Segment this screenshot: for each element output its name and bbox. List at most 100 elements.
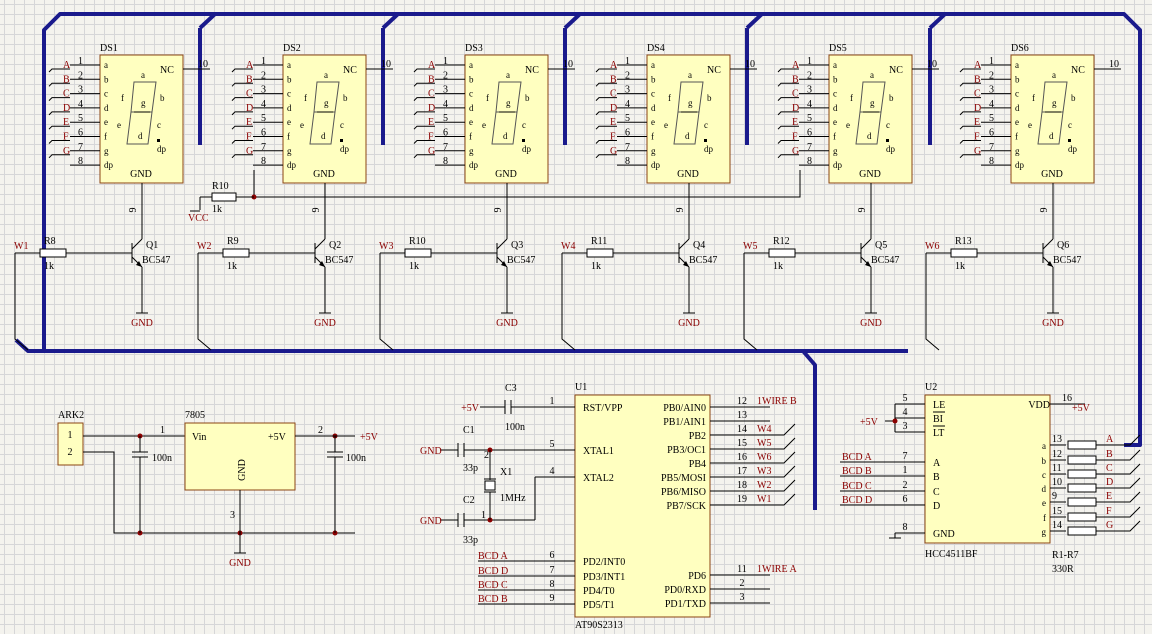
display-body xyxy=(646,54,731,184)
pin-number: 8 xyxy=(625,156,630,167)
seg-dp: dp xyxy=(704,144,714,154)
segment-net-label: C xyxy=(63,89,70,100)
dp-dot xyxy=(157,139,160,142)
gnd-label: GND xyxy=(678,318,700,329)
gnd-label: GND xyxy=(313,169,335,180)
seg-c: c xyxy=(886,120,890,130)
transistor-collector xyxy=(678,238,690,250)
pin-number: 11 xyxy=(737,564,747,575)
pin-number: 9 xyxy=(550,593,555,604)
bus-tap xyxy=(1118,434,1141,446)
gnd-label: GND xyxy=(130,169,152,180)
pin-name: PD2/INT0 xyxy=(583,557,625,568)
segment-net-label: E xyxy=(610,117,616,128)
pin-name: PD5/T1 xyxy=(583,600,615,611)
bus-tap xyxy=(770,437,796,450)
bus-tap xyxy=(777,125,799,130)
pin-label: b xyxy=(1015,74,1020,84)
pin-number: 2 xyxy=(807,70,812,81)
bus-tap xyxy=(48,125,70,130)
bus-tap xyxy=(959,140,981,144)
pin-number: 4 xyxy=(550,466,555,477)
pin-number: 2 xyxy=(625,70,630,81)
segment-net-label: F xyxy=(610,132,616,143)
seg-a: a xyxy=(141,70,145,80)
pin-number: 2 xyxy=(484,450,489,461)
pin-name: GND xyxy=(933,529,955,540)
gnd-label: GND xyxy=(1042,318,1064,329)
resistor-ref: R13 xyxy=(955,236,972,247)
resistor-ref: R10 xyxy=(212,181,229,192)
segment-net-label: A xyxy=(428,60,436,71)
pin-number: 10 xyxy=(1052,477,1062,488)
pin-name: RST/VPP xyxy=(583,403,623,414)
seg-g: g xyxy=(1052,98,1057,108)
pin-name: PB6/MISO xyxy=(661,487,706,498)
pin-label: d xyxy=(104,103,109,113)
pin-name: PB3/OC1 xyxy=(667,445,706,456)
segment-net-label: G xyxy=(428,146,435,157)
pin-name: PB7/SCK xyxy=(667,501,707,512)
gnd-label: GND xyxy=(420,516,442,527)
seg-e: e xyxy=(482,120,486,130)
nc-pin-number: 10 xyxy=(563,59,573,70)
bus-tap xyxy=(595,68,617,73)
resistor-array-value: 330R xyxy=(1052,564,1074,575)
pin-number: 7 xyxy=(443,142,448,153)
pin-number: 8 xyxy=(903,522,908,533)
bus-tap xyxy=(595,97,617,101)
gnd-label: GND xyxy=(495,169,517,180)
net-label: +5V xyxy=(360,432,379,443)
bus-tap xyxy=(231,82,253,87)
pin-number: 13 xyxy=(737,410,747,421)
gnd-label: GND xyxy=(1041,169,1063,180)
pin-number: 8 xyxy=(78,156,83,167)
seg-dp: dp xyxy=(340,144,350,154)
resistor-ref: R11 xyxy=(591,236,607,247)
transistor-collector xyxy=(131,238,143,250)
seg-f: f xyxy=(486,93,489,103)
w-bus-tap xyxy=(743,253,758,351)
segment-net-label: G xyxy=(974,146,981,157)
resistor-value: 1k xyxy=(409,261,419,272)
w-net-label: W5 xyxy=(743,241,757,252)
crystal-value: 1MHz xyxy=(500,493,526,504)
crystal-ref: X1 xyxy=(500,467,512,478)
cap-value: 100n xyxy=(152,453,172,464)
seg-c: c xyxy=(704,120,708,130)
pin-number: 9 xyxy=(311,208,322,213)
pin-number: 3 xyxy=(625,85,630,96)
pin-label: a xyxy=(469,60,473,70)
seg-f: f xyxy=(1032,93,1035,103)
pin-label: a xyxy=(104,60,108,70)
transistor-type: BC547 xyxy=(142,255,170,266)
pin-label: a xyxy=(651,60,655,70)
net-label: W2 xyxy=(757,480,771,491)
bus-tap xyxy=(48,82,70,87)
pin-number: 12 xyxy=(737,396,747,407)
segment-net-label: A xyxy=(974,60,982,71)
pin-number: 3 xyxy=(740,592,745,603)
nc-label: NC xyxy=(707,65,721,76)
pin-name: PB5/MOSI xyxy=(661,473,706,484)
bus-tap xyxy=(770,465,796,478)
nc-pin-number: 10 xyxy=(745,59,755,70)
crystal xyxy=(484,480,496,491)
seg-dp: dp xyxy=(522,144,532,154)
digit-outline xyxy=(126,111,153,145)
bus-tap xyxy=(595,154,617,159)
gnd-wire xyxy=(83,451,355,534)
resistor xyxy=(768,248,796,258)
gnd-pin: GND xyxy=(237,459,248,481)
segment-net-label: A xyxy=(246,60,254,71)
pin-number: 2 xyxy=(318,425,323,436)
pin-name: PB1/AIN1 xyxy=(663,417,706,428)
net-label: W3 xyxy=(757,466,771,477)
pin-number: 2 xyxy=(903,480,908,491)
pin-label: d xyxy=(833,103,838,113)
pin-number: 8 xyxy=(807,156,812,167)
connector-pin: 1 xyxy=(68,430,73,441)
resistor xyxy=(404,248,432,258)
